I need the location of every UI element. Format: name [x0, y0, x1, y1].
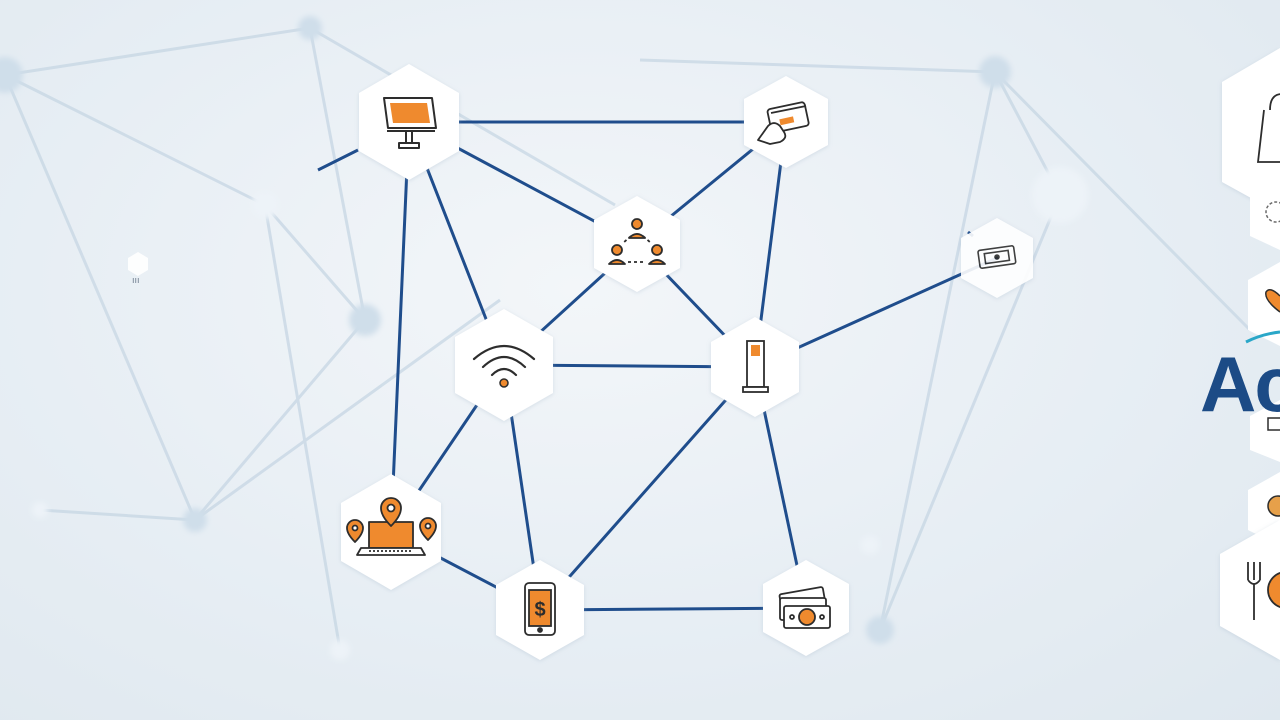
food-icon: [1267, 495, 1280, 517]
laptop-location-icon: [346, 497, 437, 556]
side-hex-gear[interactable]: [1250, 180, 1280, 250]
background-dots: [0, 16, 1088, 660]
car-icon: [1267, 417, 1280, 431]
edge-stub-left: [317, 148, 359, 172]
dollar-glyph: $: [534, 599, 545, 621]
side-hex-car[interactable]: [1250, 400, 1280, 462]
side-hex-bag[interactable]: [1222, 48, 1280, 214]
node-card-payment[interactable]: [744, 76, 828, 168]
edge-kiosk-monitor-laptop-locations: [389, 120, 411, 534]
mobile-dollar-icon: [524, 582, 556, 636]
brand-swoosh: [1245, 330, 1280, 344]
brand-logo-text: Ac: [1200, 340, 1280, 428]
shopping-bag-icon: [1256, 93, 1280, 163]
node-kiosk-monitor[interactable]: [359, 64, 459, 180]
banknote-icon: [977, 245, 1017, 269]
small-hex-dot: [128, 252, 148, 276]
cash-money-icon: [778, 586, 831, 629]
edge-mobile-payment-cash: [538, 606, 808, 612]
side-panel: [1220, 48, 1280, 660]
node-laptop-locations[interactable]: [341, 474, 441, 590]
wifi-icon: [472, 345, 536, 388]
node-wifi[interactable]: [455, 309, 553, 421]
standing-kiosk-icon: [742, 340, 769, 393]
edge-standing-kiosk-mobile-payment: [538, 365, 757, 612]
node-mobile-payment[interactable]: $: [496, 560, 584, 660]
kiosk-monitor-icon: [383, 97, 437, 149]
node-banknote[interactable]: [961, 218, 1033, 298]
network-edges: [389, 120, 999, 612]
gear-icon: [1265, 201, 1280, 223]
loose-text: ııı: [132, 276, 140, 286]
card-payment-icon: [757, 101, 810, 145]
side-hex-heart[interactable]: [1248, 262, 1280, 346]
heart-icon: [1265, 289, 1280, 313]
node-people-network[interactable]: [594, 196, 680, 292]
side-hex-cutlery[interactable]: [1220, 520, 1280, 660]
cutlery-icon: [1247, 562, 1280, 620]
node-standing-kiosk[interactable]: [711, 317, 799, 417]
node-cash[interactable]: [763, 560, 849, 656]
people-network-icon: [608, 218, 666, 265]
